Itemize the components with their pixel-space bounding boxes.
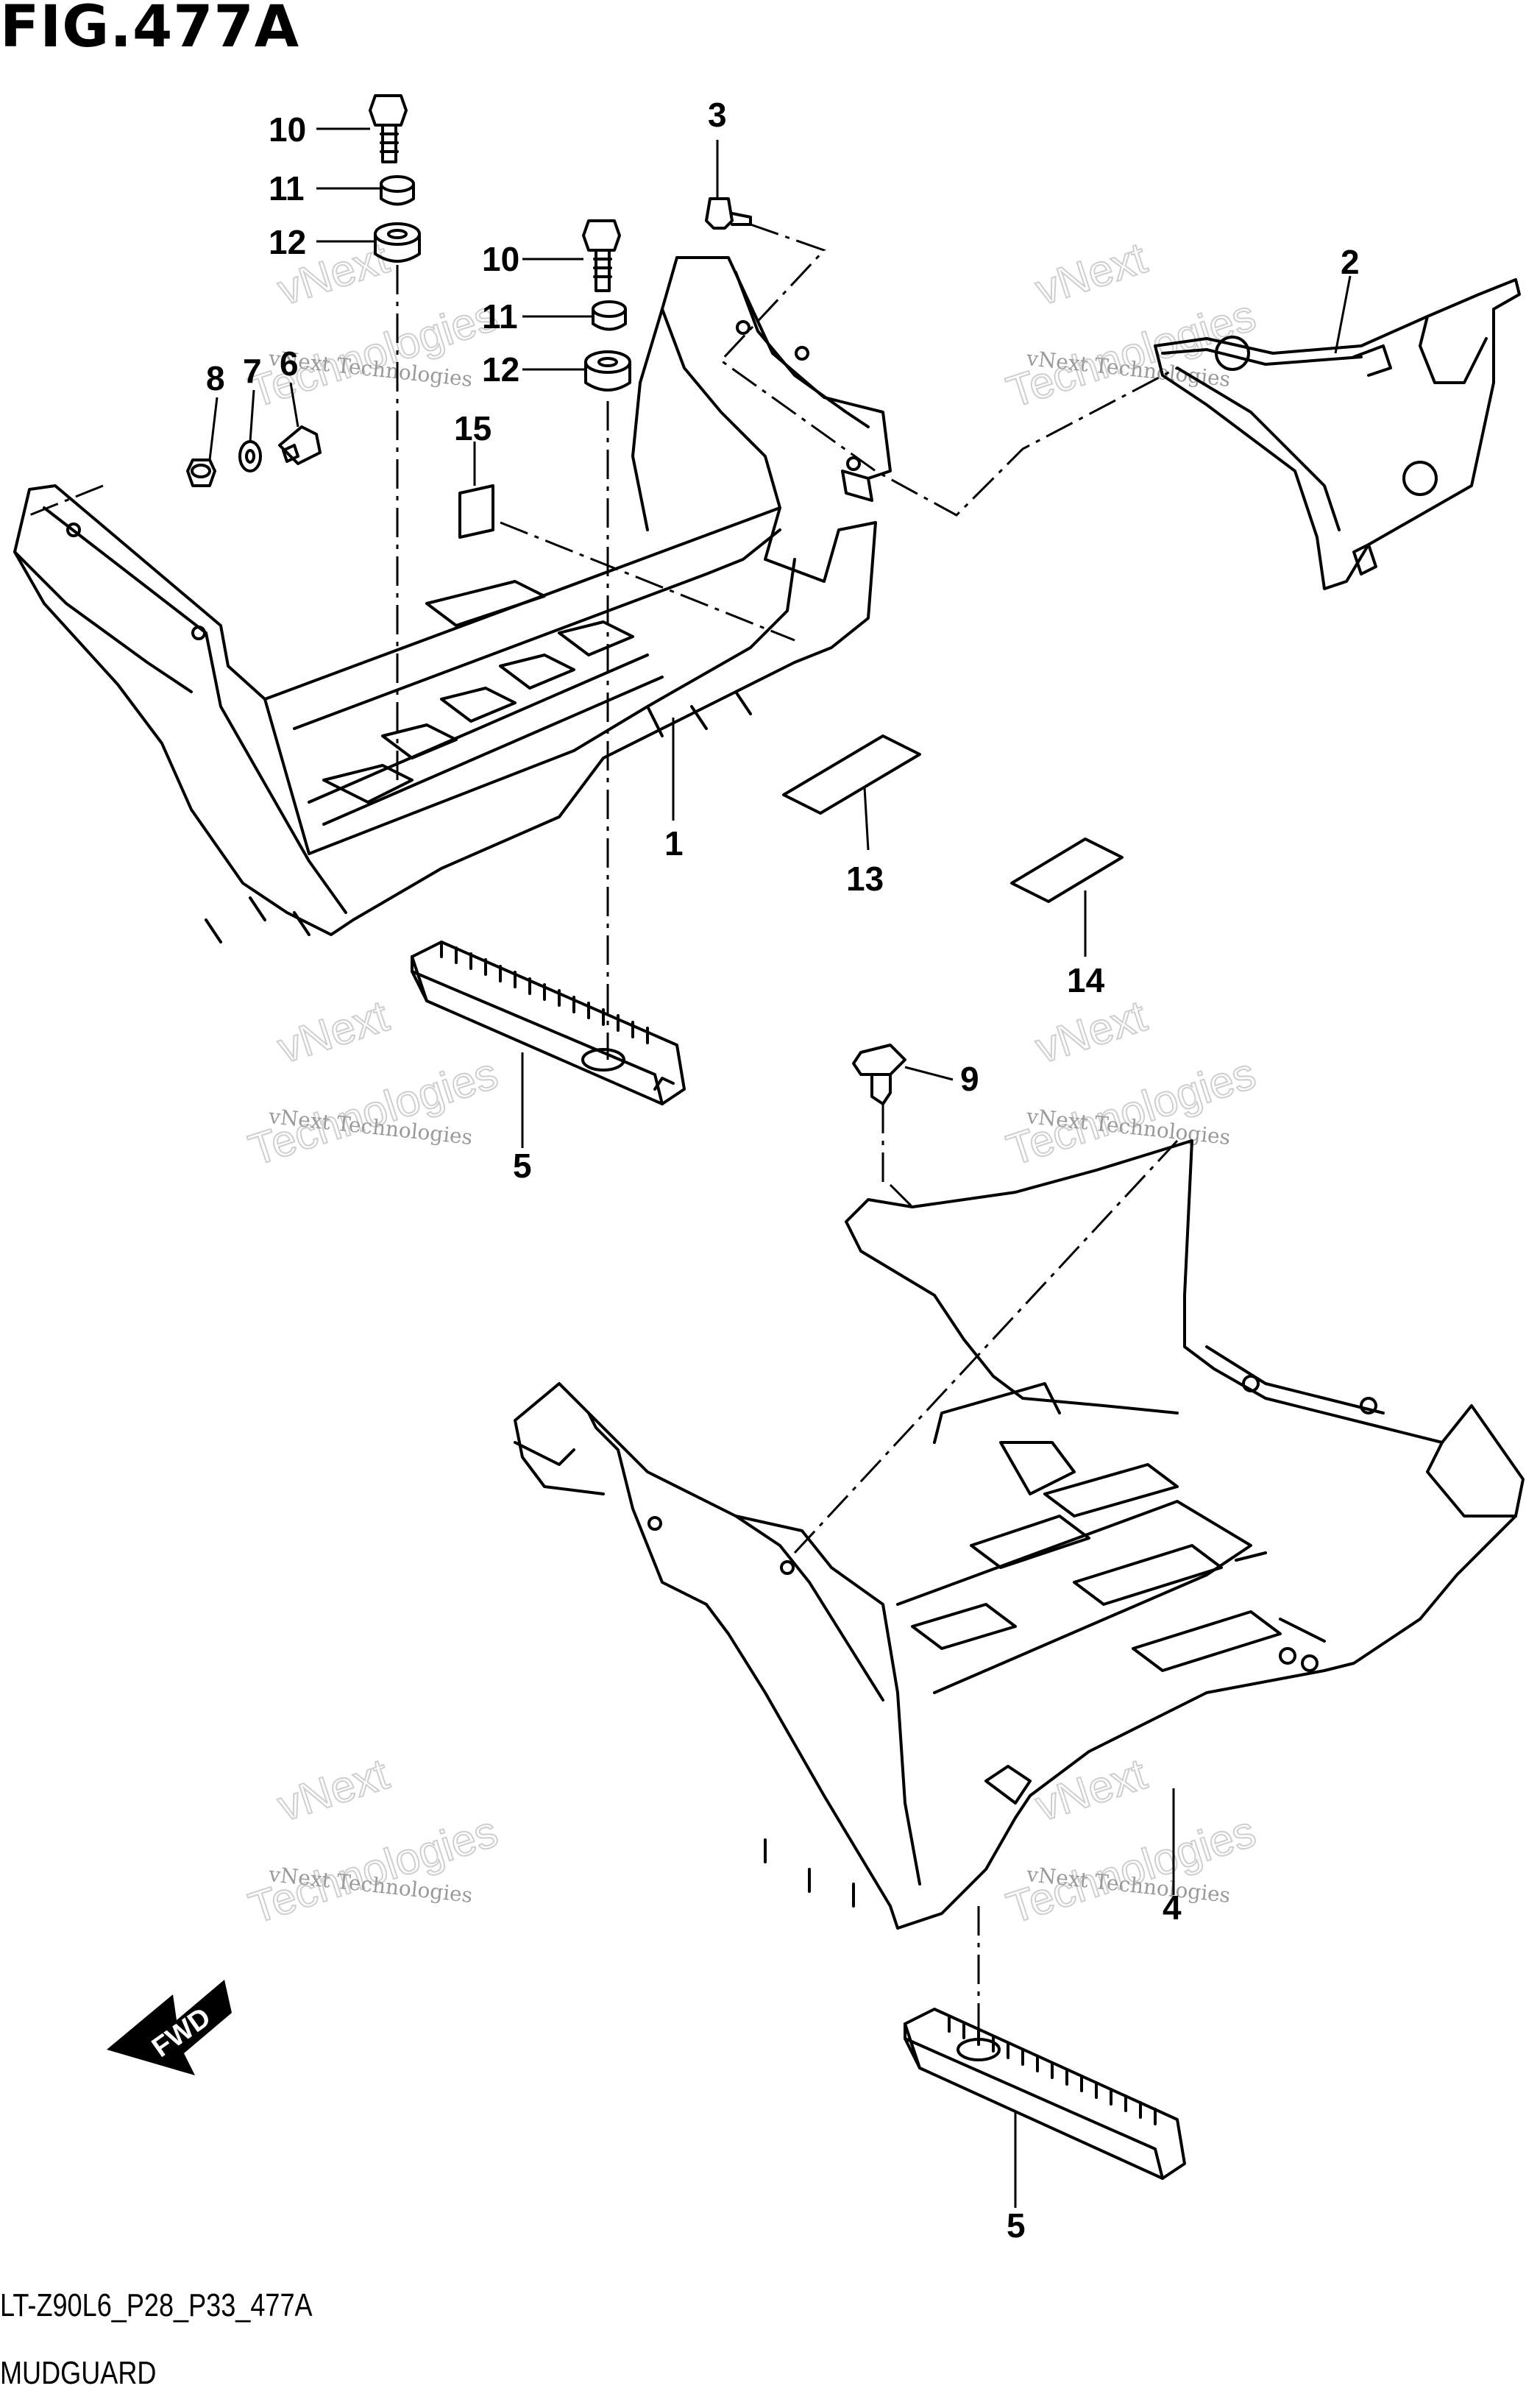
watermark: vNext Technologies vNext Technologies	[1000, 232, 1262, 417]
figure-name: MUDGUARD	[0, 2355, 157, 2391]
callout-12-upper: 12	[269, 223, 306, 261]
callout-9: 9	[960, 1060, 979, 1098]
watermark-big-1: vNext	[1029, 991, 1152, 1072]
watermark-big-1: vNext	[272, 1749, 394, 1830]
pad-15	[458, 484, 494, 539]
step-pad-upper	[411, 941, 686, 1105]
callout-6: 6	[280, 344, 299, 383]
mudguard-left-part	[13, 256, 892, 943]
watermark-group: vNext Technologies vNext Technologies vN…	[242, 232, 1262, 1933]
watermark: vNext Technologies vNext Technologies	[1000, 1748, 1262, 1933]
clip-3	[705, 197, 752, 230]
washer-11-lower	[592, 300, 627, 331]
fwd-arrow-icon: FWD	[107, 1980, 232, 2075]
watermark-big-1: vNext	[272, 991, 394, 1072]
callout-12-lower: 12	[482, 350, 519, 389]
screw-6	[278, 425, 322, 465]
watermark: vNext Technologies vNext Technologies	[1000, 990, 1262, 1175]
washer-11-upper	[380, 175, 415, 206]
watermark-big-1: vNext	[1029, 233, 1152, 314]
callout-15: 15	[454, 409, 491, 447]
figure-title: FIG.477A	[0, 0, 300, 60]
pad-13	[782, 734, 921, 815]
watermark: vNext Technologies vNext Technologies	[242, 1748, 504, 1933]
callout-7: 7	[243, 352, 262, 390]
grommet-12-lower	[584, 350, 631, 392]
reference-lines	[29, 223, 1179, 2046]
callout-4: 4	[1163, 1888, 1182, 1927]
leader-lines	[208, 127, 1352, 2208]
watermark-big-1: vNext	[1029, 1749, 1152, 1830]
nut-8	[186, 458, 216, 487]
clip-9	[852, 1044, 906, 1105]
callout-5-upper: 5	[513, 1147, 532, 1185]
callout-13: 13	[846, 860, 884, 898]
callout-11-upper: 11	[269, 169, 305, 208]
callout-8: 8	[206, 359, 225, 397]
mudguard-right-part	[514, 1139, 1525, 1930]
callout-10-upper: 10	[269, 110, 306, 149]
bolt-10-upper	[369, 94, 408, 163]
callout-2: 2	[1341, 243, 1360, 281]
grommet-12-upper	[374, 222, 421, 263]
figure-code: LT-Z90L6_P28_P33_477A	[0, 2287, 313, 2323]
callout-14: 14	[1067, 961, 1105, 999]
pad-14	[1010, 838, 1124, 903]
callout-3: 3	[708, 96, 727, 134]
callout-1: 1	[664, 824, 684, 863]
bolt-10-lower	[582, 219, 621, 292]
step-pad-lower	[904, 2008, 1186, 2180]
callout-10-lower: 10	[482, 240, 519, 278]
callout-11-lower: 11	[482, 297, 518, 336]
washer-7	[238, 440, 262, 472]
cover-part-2	[1154, 278, 1521, 590]
callout-5-lower: 5	[1007, 2206, 1026, 2245]
